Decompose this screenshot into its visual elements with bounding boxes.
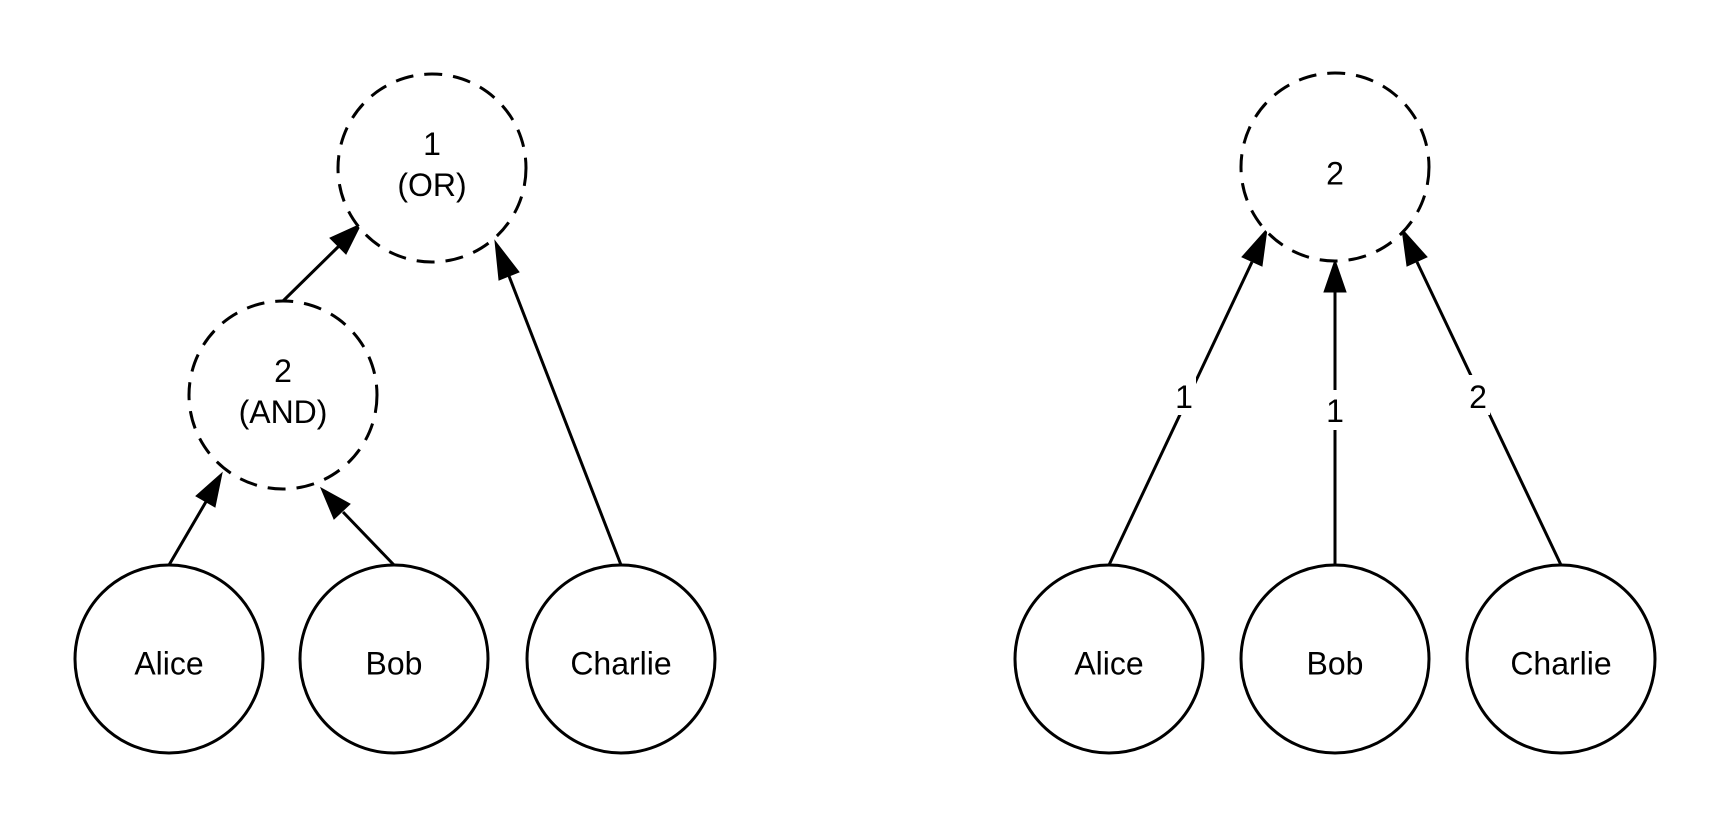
or-gate-threshold: 1 <box>423 126 441 162</box>
bob-node: Bob <box>298 563 490 755</box>
left-diagram: 1 (OR) 2 (AND) Alice Bob Charlie <box>73 72 717 755</box>
charlie-label: Charlie <box>1510 645 1611 681</box>
threshold-gate-value: 2 <box>1326 155 1344 191</box>
edge-alice-to-and <box>167 471 223 566</box>
bob-node: Bob <box>1239 563 1431 755</box>
edge-charlie-to-or <box>494 239 623 566</box>
edge-charlie-to-threshold: 2 <box>1401 227 1563 566</box>
edge-and-to-or <box>281 222 363 303</box>
and-gate-operator: (AND) <box>239 394 328 430</box>
or-gate-node: 1 (OR) <box>336 72 528 264</box>
alice-label: Alice <box>134 645 203 681</box>
edge-bob-to-and <box>319 486 396 567</box>
alice-label: Alice <box>1074 645 1143 681</box>
or-gate-operator: (OR) <box>397 167 466 203</box>
charlie-node: Charlie <box>525 563 717 755</box>
threshold-gate-node: 2 <box>1239 71 1431 263</box>
bob-label: Bob <box>1307 645 1364 681</box>
alice-node: Alice <box>73 563 265 755</box>
and-gate-threshold: 2 <box>274 353 292 389</box>
edge-weight-charlie: 2 <box>1469 379 1487 415</box>
edge-alice-to-threshold: 1 <box>1107 227 1268 566</box>
alice-node: Alice <box>1013 563 1205 755</box>
bob-label: Bob <box>366 645 423 681</box>
edge-weight-bob: 1 <box>1326 393 1344 429</box>
charlie-label: Charlie <box>570 645 671 681</box>
charlie-node: Charlie <box>1465 563 1657 755</box>
edge-bob-to-threshold: 1 <box>1323 258 1347 565</box>
and-gate-node: 2 (AND) <box>187 299 379 491</box>
right-diagram: 1 1 2 2 Alice Bob Char <box>1013 71 1657 755</box>
edge-weight-alice: 1 <box>1175 379 1193 415</box>
